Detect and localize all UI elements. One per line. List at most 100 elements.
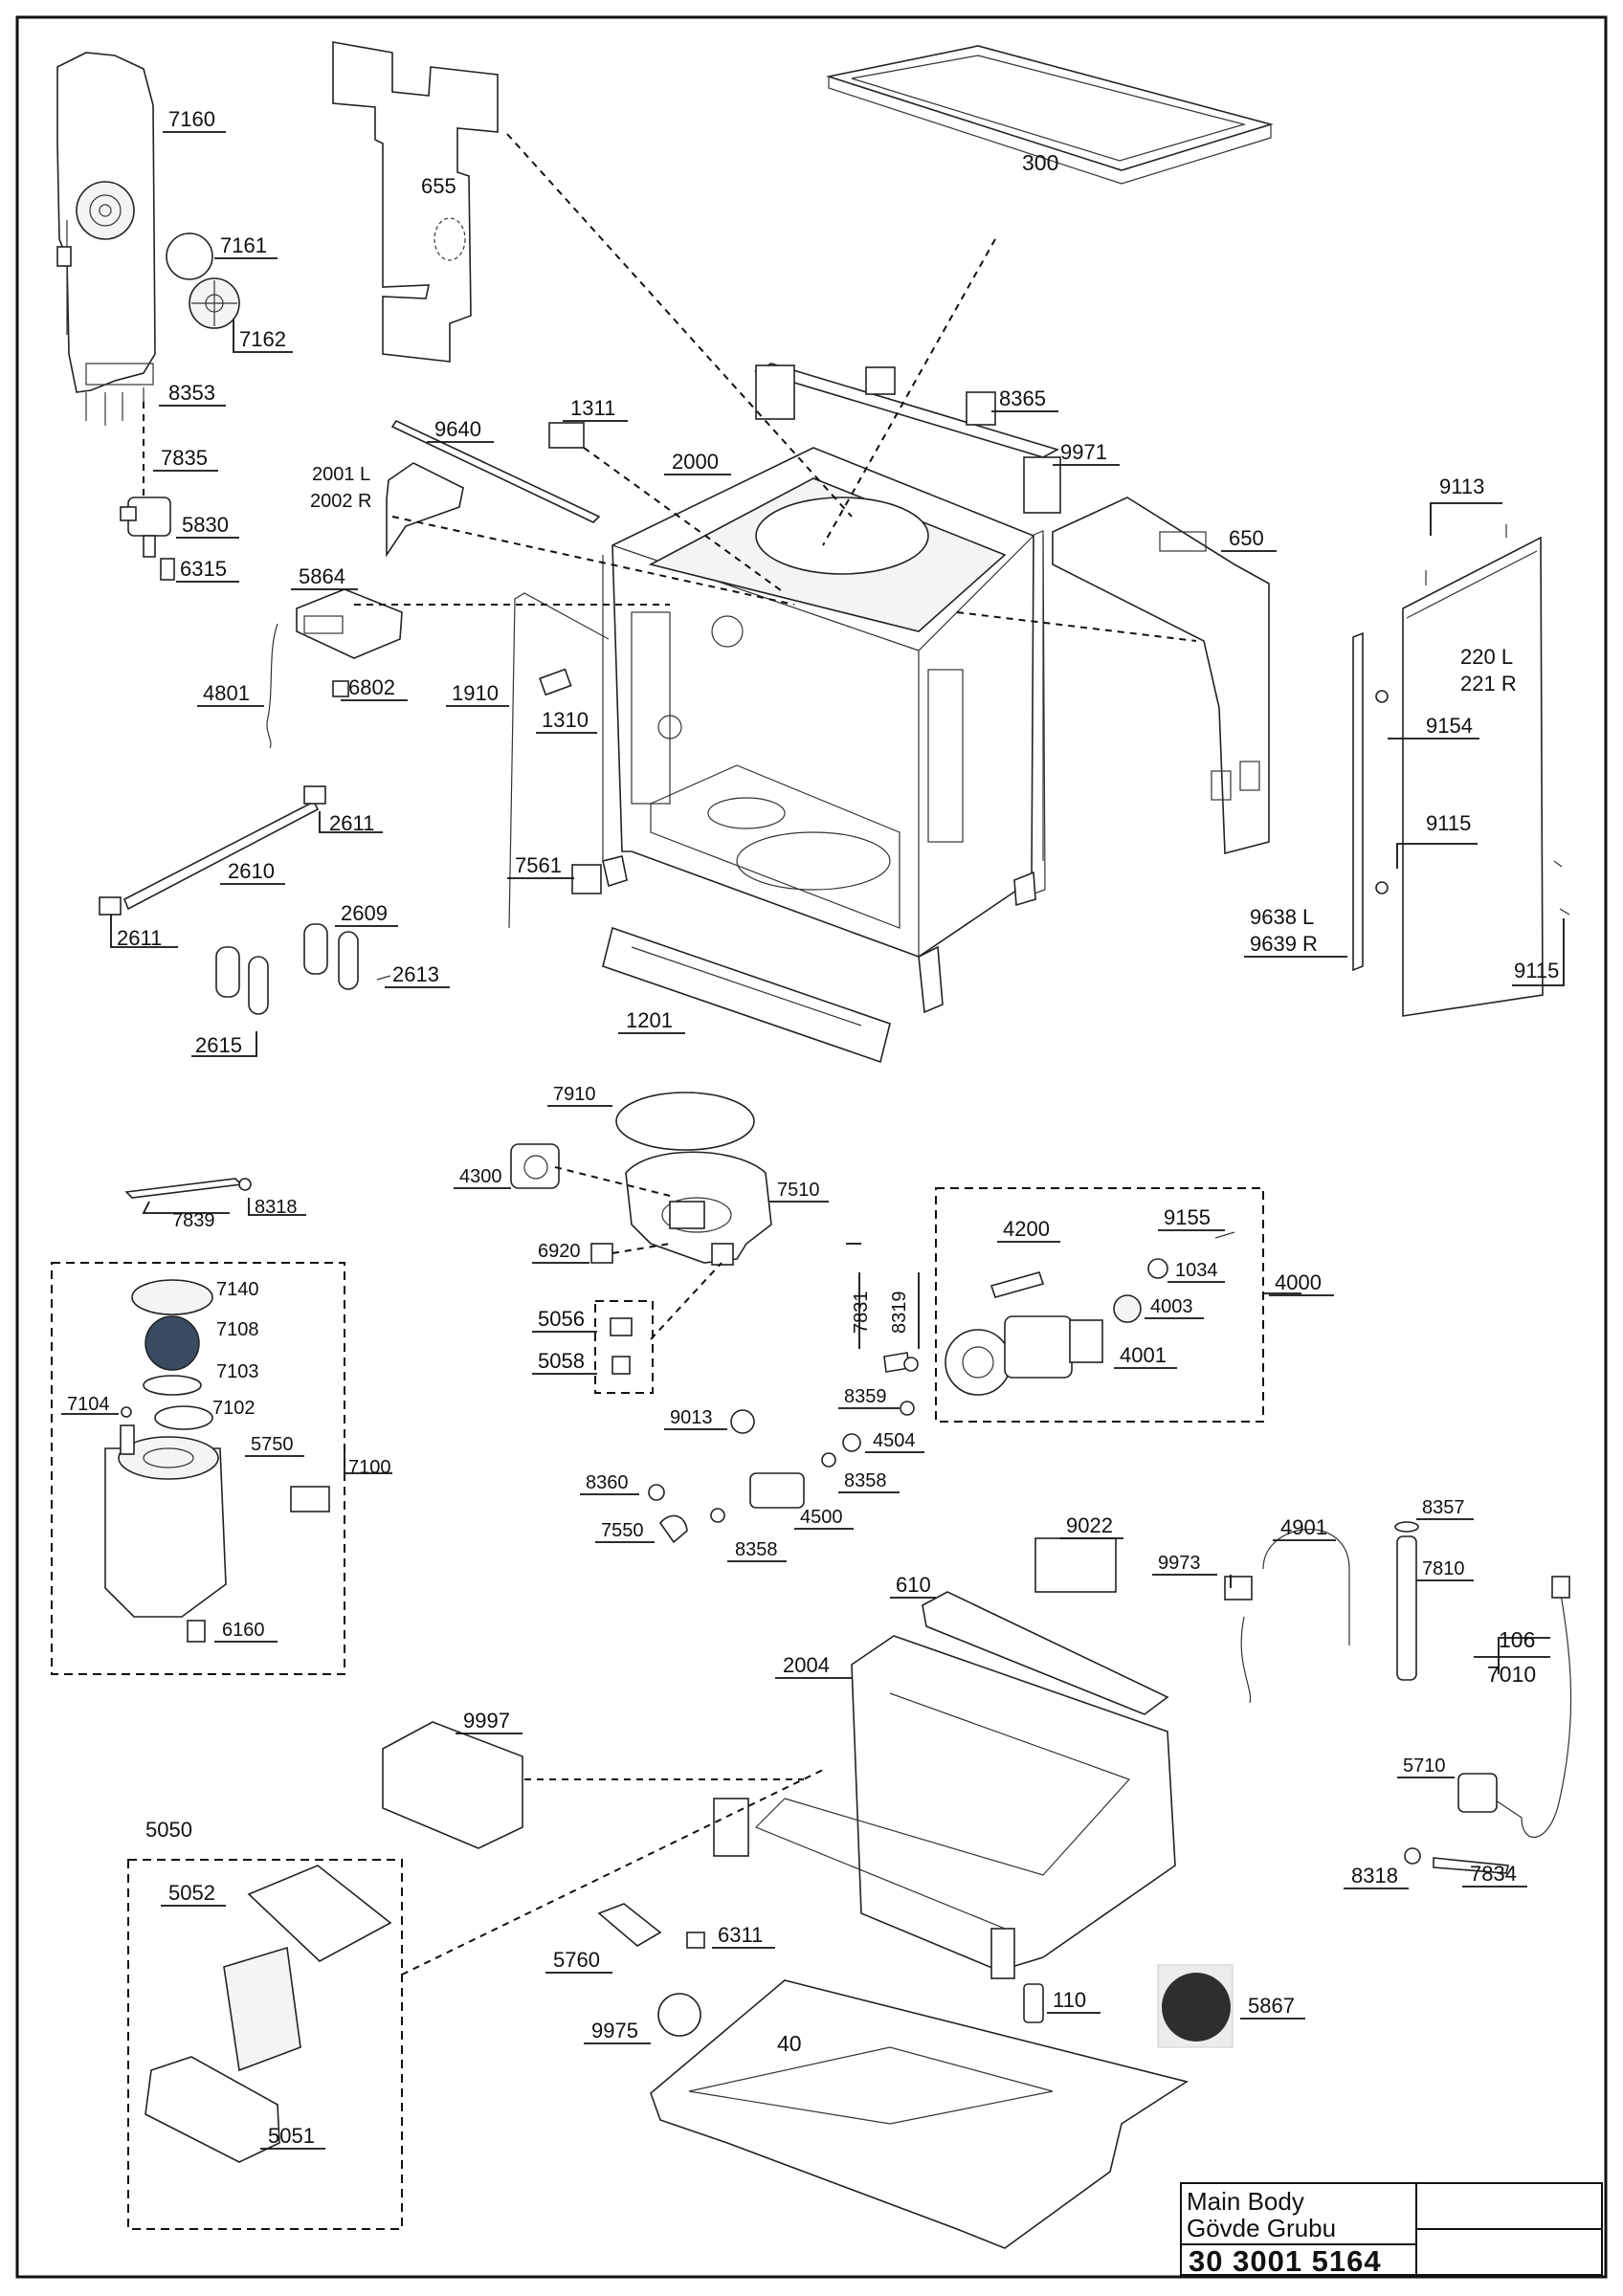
label-221: 221 R bbox=[1460, 672, 1517, 695]
label-5710: 5710 bbox=[1403, 1755, 1446, 1777]
part-655-shape bbox=[332, 41, 499, 363]
part-4300-shape bbox=[510, 1143, 560, 1189]
label-5056: 5056 bbox=[538, 1307, 585, 1331]
part-2610-shape bbox=[122, 800, 320, 911]
label-7161: 7161 bbox=[220, 233, 267, 257]
title-name-tr: Gövde Grubu bbox=[1187, 2214, 1336, 2242]
label-9115b: 9115 bbox=[1514, 959, 1559, 982]
part-7104-shape bbox=[121, 1406, 132, 1418]
part-610-shape bbox=[922, 1591, 1169, 1715]
part-1034-shape bbox=[1147, 1258, 1168, 1279]
label-7010: 7010 bbox=[1487, 1662, 1536, 1687]
part-8357-shape bbox=[1394, 1521, 1419, 1533]
part-4901-shape bbox=[1240, 1529, 1350, 1704]
label-9639: 9639 R bbox=[1250, 932, 1318, 956]
part-6315-shape bbox=[160, 558, 175, 581]
part-40-shape bbox=[650, 1979, 1189, 2249]
label-9638: 9638 L bbox=[1250, 905, 1314, 929]
label-8319: 8319 bbox=[889, 1292, 910, 1335]
label-8353: 8353 bbox=[168, 381, 215, 405]
part-4801-shape bbox=[266, 623, 278, 749]
label-8358b: 8358 bbox=[735, 1539, 778, 1560]
label-6315: 6315 bbox=[180, 557, 227, 581]
part-rail-top-shape bbox=[753, 363, 1061, 514]
label-7831: 7831 bbox=[851, 1292, 872, 1335]
label-1034: 1034 bbox=[1175, 1260, 1218, 1281]
label-6802: 6802 bbox=[348, 675, 395, 699]
label-5058: 5058 bbox=[538, 1349, 585, 1373]
part-8359-shape bbox=[900, 1401, 915, 1416]
label-9973: 9973 bbox=[1158, 1553, 1201, 1574]
label-9975: 9975 bbox=[591, 2019, 638, 2042]
part-9013-shape bbox=[730, 1409, 755, 1434]
label-2613: 2613 bbox=[392, 962, 439, 986]
label-7103: 7103 bbox=[216, 1361, 259, 1382]
part-7100-tank-shape bbox=[104, 1424, 227, 1618]
label-7102: 7102 bbox=[212, 1398, 256, 1419]
label-7160: 7160 bbox=[168, 107, 215, 131]
part-7910-shape bbox=[615, 1092, 755, 1151]
label-5830: 5830 bbox=[182, 513, 229, 537]
label-7550: 7550 bbox=[601, 1520, 644, 1541]
part-5050-board-shape bbox=[223, 1946, 301, 2072]
part-8318b-shape bbox=[1404, 1847, 1421, 1865]
label-6311: 6311 bbox=[718, 1923, 763, 1947]
part-5830-shape bbox=[120, 497, 171, 558]
part-6920-shape bbox=[590, 1243, 613, 1264]
part-5058-shape bbox=[611, 1356, 631, 1375]
label-5050: 5050 bbox=[145, 1818, 192, 1842]
label-7835: 7835 bbox=[161, 446, 208, 470]
label-9013: 9013 bbox=[670, 1407, 713, 1428]
label-8358a: 8358 bbox=[844, 1470, 887, 1491]
label-4504: 4504 bbox=[873, 1430, 916, 1451]
part-7550-shape bbox=[658, 1514, 688, 1544]
label-7834: 7834 bbox=[1470, 1862, 1517, 1886]
label-8318b: 8318 bbox=[1351, 1864, 1398, 1888]
part-4003-shape bbox=[1113, 1294, 1142, 1323]
part-8360-shape bbox=[648, 1484, 665, 1501]
dashed-leaders bbox=[143, 133, 1197, 1976]
part-5760-shape bbox=[597, 1903, 662, 1947]
part-7103-shape bbox=[143, 1375, 202, 1396]
label-4300: 4300 bbox=[459, 1166, 502, 1187]
part-labels: 7160 7161 7162 8353 7835 5830 6315 655 3… bbox=[61, 107, 1559, 2150]
part-6311-shape bbox=[686, 1932, 705, 1949]
label-5052: 5052 bbox=[168, 1881, 215, 1905]
label-1201: 1201 bbox=[626, 1008, 673, 1032]
label-8318a: 8318 bbox=[255, 1197, 298, 1218]
title-code: 30 3001 5164 bbox=[1189, 2244, 1382, 2278]
part-9975-shape bbox=[657, 1993, 701, 2037]
label-4000: 4000 bbox=[1275, 1270, 1322, 1294]
label-2004: 2004 bbox=[783, 1653, 830, 1677]
part-5750-shape bbox=[290, 1486, 330, 1512]
part-1311-shape bbox=[548, 422, 585, 449]
label-2000: 2000 bbox=[672, 450, 719, 474]
label-7140: 7140 bbox=[216, 1279, 259, 1300]
label-7162: 7162 bbox=[239, 327, 286, 351]
part-5052-shape bbox=[247, 1865, 392, 1962]
part-2001-shape bbox=[386, 462, 464, 558]
label-9155: 9155 bbox=[1164, 1205, 1211, 1229]
part-7160-shape bbox=[56, 52, 156, 426]
label-2611a: 2611 bbox=[329, 811, 374, 835]
group-5050-box bbox=[127, 1859, 403, 2230]
label-300: 300 bbox=[1022, 150, 1058, 175]
part-6160-shape bbox=[187, 1620, 206, 1643]
label-7561: 7561 bbox=[515, 853, 562, 877]
label-9113: 9113 bbox=[1439, 475, 1484, 498]
part-5056-shape bbox=[610, 1317, 633, 1336]
group-5056-box bbox=[594, 1300, 654, 1394]
label-655: 655 bbox=[421, 174, 456, 198]
label-4801: 4801 bbox=[203, 681, 250, 705]
label-9640: 9640 bbox=[434, 417, 481, 441]
label-2609: 2609 bbox=[341, 901, 388, 925]
part-300-shape bbox=[825, 45, 1274, 185]
part-7510-shape bbox=[625, 1151, 772, 1266]
label-2002: 2002 R bbox=[310, 491, 372, 512]
part-8319-shape bbox=[903, 1357, 919, 1372]
part-7102-shape bbox=[154, 1405, 213, 1430]
part-9155-shape bbox=[1214, 1231, 1235, 1239]
label-7104: 7104 bbox=[67, 1394, 110, 1415]
label-6160: 6160 bbox=[222, 1620, 265, 1641]
